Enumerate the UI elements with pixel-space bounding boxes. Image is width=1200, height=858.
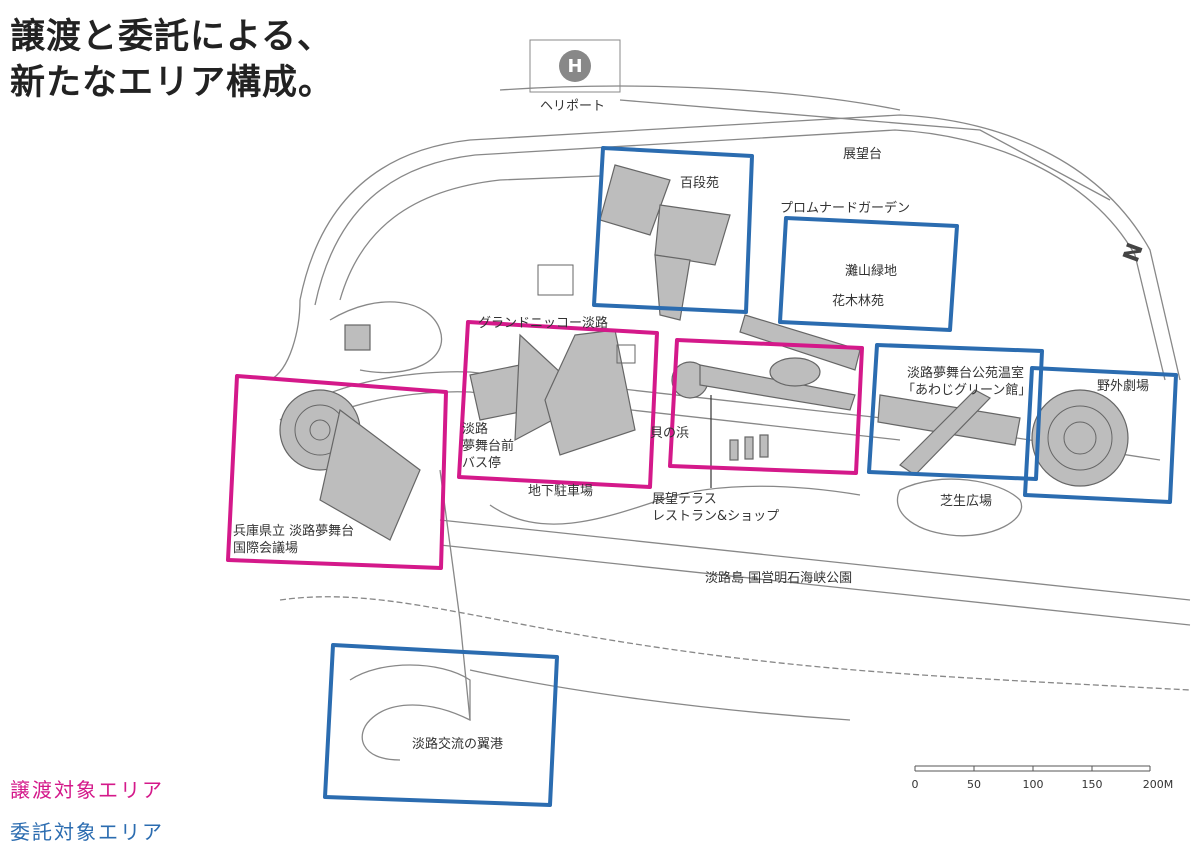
north-arrow-icon: N — [1119, 240, 1149, 266]
label-terrace-1: 展望テラス — [652, 491, 717, 507]
label-bus-stop-3: バス停 — [462, 455, 501, 471]
label-bus-stop-2: 夢舞台前 — [462, 438, 514, 454]
scale-tick: 200M — [1143, 778, 1174, 791]
label-national-park: 淡路島 国営明石海峡公園 — [705, 570, 852, 586]
transfer-area-conference-hall[interactable] — [226, 374, 448, 570]
page-title: 譲渡と委託による、 新たなエリア構成。 — [10, 14, 334, 106]
transfer-area-terrace[interactable] — [668, 338, 864, 475]
consign-area-greenhouse[interactable] — [867, 343, 1044, 481]
consign-area-theater[interactable] — [1023, 366, 1178, 504]
buildings — [279, 164, 1129, 541]
scale-tick: 100 — [1023, 778, 1044, 791]
label-hyakudanen: 百段苑 — [680, 176, 719, 191]
consign-area-nadayama[interactable] — [778, 216, 959, 332]
label-parking: 地下駐車場 — [528, 484, 593, 499]
label-greenhouse-2: 「あわじグリーン館」 — [902, 383, 1031, 398]
title-line-2: 新たなエリア構成。 — [10, 62, 335, 103]
scale-tick: 50 — [967, 778, 981, 791]
label-conference-1: 兵庫県立 淡路夢舞台 — [233, 523, 354, 539]
label-kabokurin: 花木林苑 — [832, 293, 884, 309]
heliport-symbol: H — [567, 56, 582, 77]
label-heliport: ヘリポート — [540, 99, 605, 114]
scale-bar: 0 50 100 150 200M — [912, 765, 1174, 791]
heliport: H — [529, 39, 621, 93]
label-port: 淡路交流の翼港 — [412, 736, 503, 752]
label-bus-stop-1: 淡路 — [462, 421, 488, 437]
label-conference-2: 国際会議場 — [233, 541, 298, 556]
north-symbol: N — [1119, 240, 1149, 266]
legend-transfer-area: 譲渡対象エリア — [10, 778, 164, 802]
label-observatory: 展望台 — [843, 146, 882, 162]
label-greenhouse-1: 淡路夢舞台公苑温室 — [907, 365, 1024, 381]
scale-tick: 0 — [912, 778, 919, 791]
heliport-icon — [559, 50, 591, 82]
label-hotel: グランドニッコー淡路 — [478, 315, 608, 331]
consign-area-port[interactable] — [323, 643, 559, 807]
label-theater: 野外劇場 — [1097, 379, 1149, 394]
consign-area-hyakudanen[interactable] — [592, 146, 754, 314]
scale-tick: 150 — [1082, 778, 1103, 791]
label-terrace-2: レストラン&ショップ — [652, 509, 779, 524]
legend-consign-area: 委託対象エリア — [10, 820, 164, 844]
label-promenade: プロムナードガーデン — [780, 200, 910, 216]
transfer-area-hotel[interactable] — [457, 320, 659, 489]
label-kainohama: 貝の浜 — [650, 426, 689, 441]
label-lawn: 芝生広場 — [940, 493, 992, 509]
label-nadayama: 灘山緑地 — [845, 264, 897, 279]
title-line-1: 譲渡と委託による、 — [10, 16, 333, 57]
